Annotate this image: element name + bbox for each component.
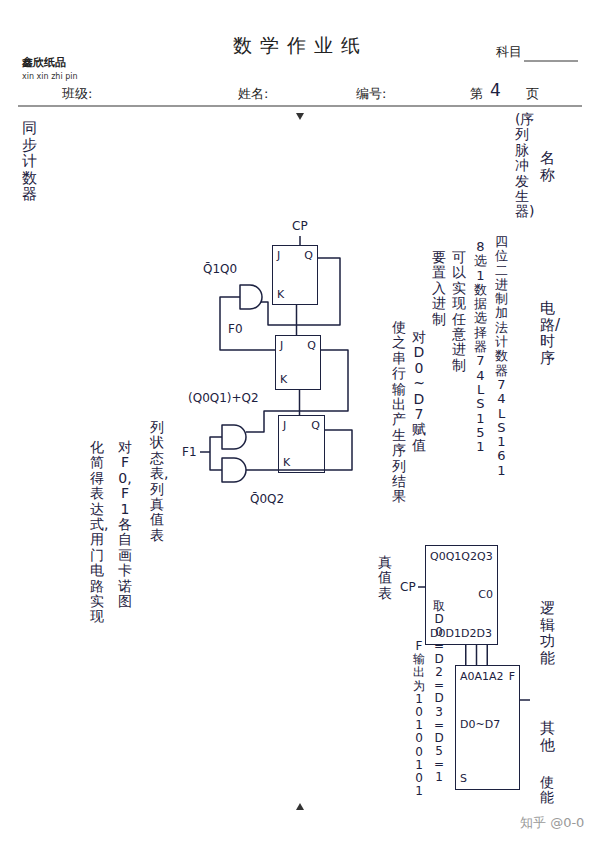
pin-name: K	[280, 373, 287, 386]
label-text: 班级:	[62, 86, 92, 102]
pin-name: K	[283, 456, 290, 469]
pin-name: F	[509, 670, 515, 683]
label-text: Q̄0Q2	[250, 492, 284, 506]
handwritten-column: 使能	[540, 775, 554, 806]
handwritten-column: 逻辑功能	[540, 600, 555, 666]
handwritten-column: 可以实现任意进制	[452, 250, 466, 373]
pin-name: J	[277, 249, 280, 262]
chip-box: Q0Q1Q2Q3D0D1D2D3 C0	[425, 545, 498, 645]
handwritten-column: 同步计数器	[22, 120, 37, 203]
label-text: 鑫欣纸品	[22, 56, 66, 69]
page-title: 数学作业纸	[233, 34, 368, 57]
jk-flipflop-box: J Q K	[275, 335, 321, 390]
label-text: 姓名:	[238, 86, 268, 102]
wire-connector	[299, 390, 301, 415]
handwritten-column: F输出为10100101	[413, 640, 425, 798]
label-text: 科目	[496, 44, 522, 60]
handwritten-column: 化简得表达式,用门电路实现	[90, 440, 104, 625]
pin-name: D0~D7	[460, 718, 500, 731]
handwritten-column: 列状态表,列真值表	[150, 420, 164, 543]
label-text: 页	[526, 86, 539, 102]
chip-box: A0A1A2D0~D7 F S	[455, 665, 520, 790]
handwritten-column: 对D0~D7赋值	[412, 330, 426, 453]
handwritten-column: 电路/时序	[540, 300, 555, 366]
label-text: 第	[470, 86, 483, 102]
pin-name: D0D1D2D3	[430, 627, 492, 640]
handwritten-column: 要置入进制	[432, 250, 446, 327]
pin-name: Q	[307, 339, 316, 352]
jk-flipflop-box: J Q K	[278, 415, 325, 473]
pin-name: Q	[311, 419, 320, 432]
wire-connector	[487, 645, 489, 665]
pin-name: Q0Q1Q2Q3	[430, 550, 493, 563]
label-text: Q̄1Q0	[203, 262, 237, 276]
wire-connector	[476, 645, 478, 665]
label-text: 4	[490, 80, 501, 100]
label-text: CP	[400, 580, 416, 594]
handwritten-column: (序列脉冲发生器)	[515, 112, 529, 220]
label-text: 编号:	[356, 86, 386, 102]
handwritten-column: 四位二进制加法计数器74LS161	[495, 235, 508, 478]
handwritten-column: 真值表	[378, 555, 392, 601]
pin-name: J	[280, 339, 283, 352]
handwritten-column: 其他	[540, 720, 555, 753]
pin-name: S	[460, 772, 467, 785]
label-text: (Q0Q1)+Q2	[188, 391, 259, 405]
pin-name: K	[277, 288, 284, 301]
handwritten-column: 8选1数据选择器74LS151	[474, 240, 487, 454]
handwritten-column: 使之串行输出产生序列结果	[392, 320, 406, 505]
handwritten-column: 对F0,F1各自画卡诺图	[118, 440, 132, 609]
label-text: F1	[182, 445, 197, 459]
pin-name: Q	[304, 249, 313, 262]
pin-name: J	[283, 419, 286, 432]
label-text: CP	[292, 219, 308, 233]
wire-connector	[465, 645, 467, 665]
pin-name: C0	[478, 588, 493, 601]
wire-connector	[296, 305, 298, 335]
pin-name: A0A1A2	[460, 670, 504, 683]
label-text: F0	[228, 322, 243, 336]
jk-flipflop-box: J Q K	[272, 245, 318, 305]
label-text: xin xin zhi pin	[22, 72, 78, 82]
handwritten-column: 名称	[540, 150, 555, 183]
label-text: 知乎 @0-0	[520, 815, 584, 831]
